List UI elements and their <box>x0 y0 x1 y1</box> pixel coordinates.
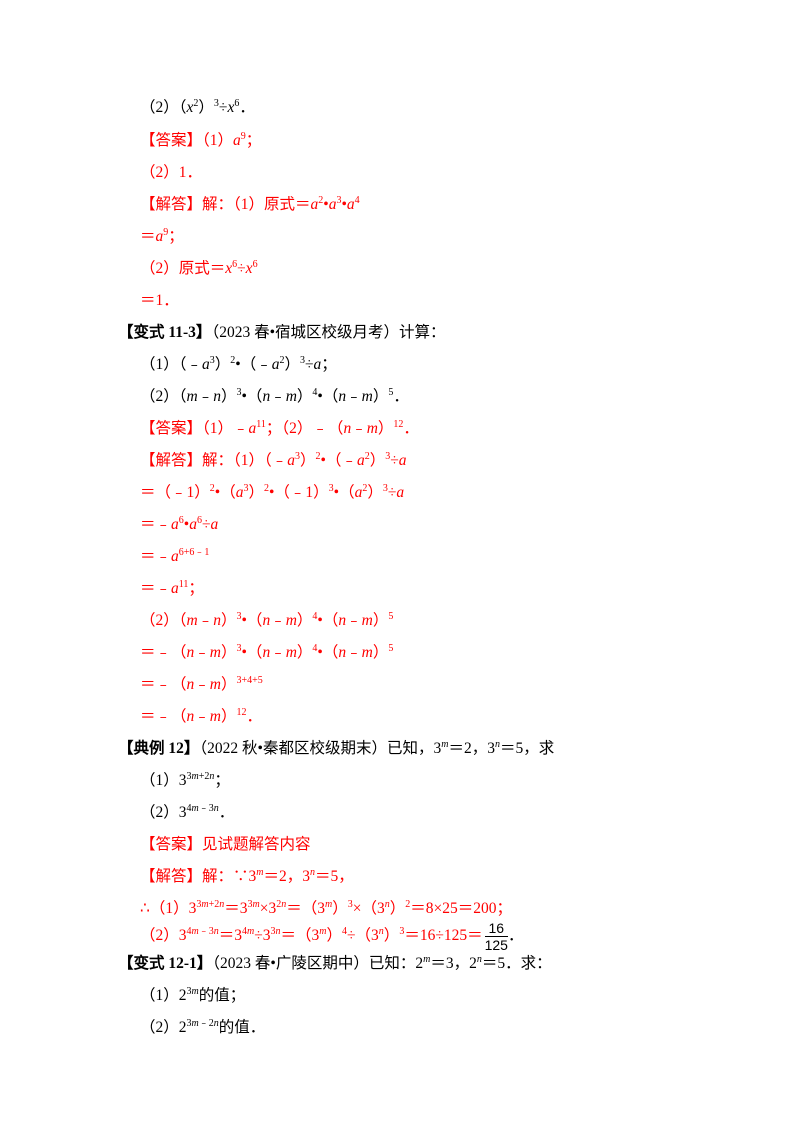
variant-11-3-heading: 【变式 11-3】（2023 春•宿城区校级月考）计算： <box>118 324 446 341</box>
variant-12-1-q2: （2）23m﹣2n的值． <box>140 1018 266 1037</box>
variant-11-3-solution-9: ＝﹣（n﹣m）12． <box>140 707 263 726</box>
example-12-q2: （2）34m﹣3n． <box>140 803 235 822</box>
variant-12-1-heading: 【变式 12-1】（2023 春•广陵区期中）已知：2m＝3，2n＝5．求： <box>118 954 552 973</box>
variant-11-3-answer: 【答案】（1）﹣a11；（2）﹣（n﹣m）12． <box>140 419 419 438</box>
variant-11-3-solution-5: ＝﹣a11； <box>140 579 204 598</box>
variant-11-3-q1: （1）（﹣a3）2•（﹣a2）3÷a； <box>140 355 337 374</box>
solution-line-2: ＝a9； <box>140 227 184 246</box>
answer-line-2: （2）1． <box>140 164 203 181</box>
variant-11-3-solution-3: ＝﹣a6•a6÷a <box>140 515 219 534</box>
variant-11-3-solution-2: ＝（﹣1）2•（a3）2•（﹣1）3•（a2）3÷a <box>140 483 405 502</box>
example-12-answer: 【答案】见试题解答内容 <box>140 836 311 853</box>
question-2: （2）（x2）3÷x6． <box>140 98 255 117</box>
variant-11-3-solution-4: ＝﹣a6+6﹣1 <box>140 547 210 566</box>
solution-line-4: ＝1． <box>140 292 179 309</box>
example-12-solution-2: ∴（1）33m+2n＝33m×32n＝（3m）3×（3n）2＝8×25＝200； <box>140 899 513 918</box>
example-12-heading: 【典例 12】（2022 秋•秦都区校级期末）已知，3m＝2，3n＝5，求 <box>118 739 555 758</box>
answer-line: 【答案】（1）a9； <box>140 131 262 150</box>
variant-11-3-q2: （2）（m﹣n）3•（n﹣m）4•（n﹣m）5． <box>140 387 409 406</box>
variant-11-3-solution-8: ＝﹣（n﹣m）3+4+5 <box>140 675 263 694</box>
variant-11-3-solution-1: 【解答】解：（1）（﹣a3）2•（﹣a2）3÷a <box>140 451 407 470</box>
example-12-solution-1: 【解答】解：∵3m＝2，3n＝5， <box>140 867 354 886</box>
solution-line-3: （2）原式＝x6÷x6 <box>140 259 258 278</box>
example-12-q1: （1）33m+2n； <box>140 771 230 790</box>
variant-11-3-solution-6: （2）（m﹣n）3•（n﹣m）4•（n﹣m）5 <box>140 611 394 630</box>
variant-11-3-solution-7: ＝﹣（n﹣m）3•（n﹣m）4•（n﹣m）5 <box>140 643 394 662</box>
variant-12-1-q1: （1）23m的值； <box>140 986 246 1005</box>
solution-line-1: 【解答】解：（1）原式＝a2•a3•a4 <box>140 195 360 214</box>
